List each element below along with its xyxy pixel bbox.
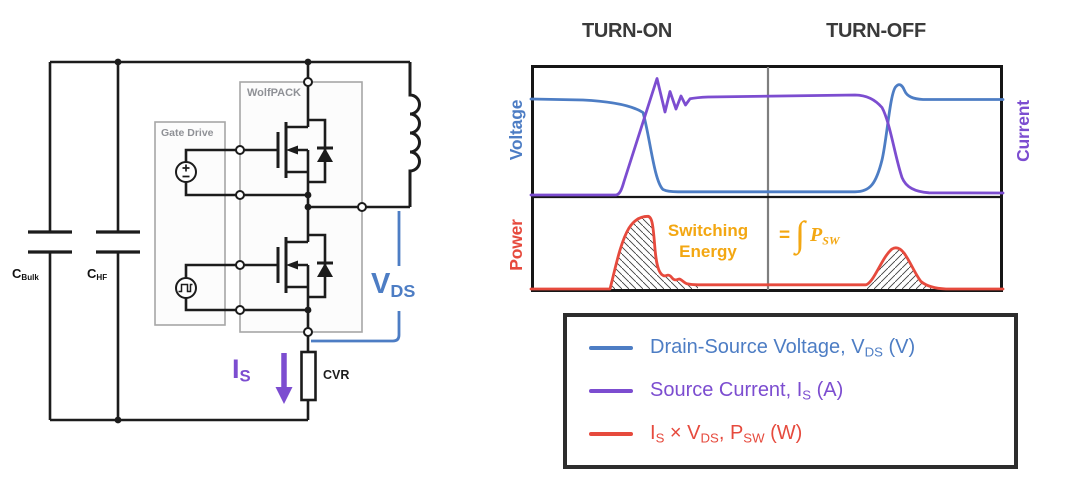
switching-energy-note: Switching Energy xyxy=(667,221,749,261)
legend-line-sample xyxy=(589,431,633,437)
gate-drive-pulse-source xyxy=(175,263,308,312)
circuit-schematic xyxy=(28,58,421,424)
current-curve xyxy=(529,77,1005,197)
energy-integral-formula: = ∫ PSW xyxy=(779,214,840,254)
hf-capacitor xyxy=(96,62,140,420)
integral-sign: ∫ xyxy=(795,214,805,254)
high-side-body-diode xyxy=(308,118,333,184)
cap-hf-label: CHF xyxy=(87,266,108,282)
load-inductor xyxy=(408,62,421,207)
cap-bulk-label: CBulk xyxy=(12,266,39,282)
equals-sign: = xyxy=(779,225,791,246)
gate-drive-label: Gate Drive xyxy=(161,127,214,139)
high-side-mosfet xyxy=(276,118,333,184)
legend-item-is: Source Current, IS (A) xyxy=(589,379,1014,403)
legend-line-sample xyxy=(589,388,633,394)
module-terminals xyxy=(235,77,367,337)
vds-sense-wire xyxy=(311,211,401,343)
current-axis-label: Current xyxy=(1012,100,1033,162)
legend-box: Drain-Source Voltage, VDS (V) Source Cur… xyxy=(563,313,1018,469)
legend-line-sample xyxy=(589,345,633,351)
legend-item-vds: Drain-Source Voltage, VDS (V) xyxy=(589,336,1014,360)
turn-off-header: TURN-OFF xyxy=(826,20,926,42)
legend-item-label: Source Current, IS (A) xyxy=(650,379,844,403)
source-current-arrow xyxy=(275,353,293,404)
is-label: IS xyxy=(232,354,251,386)
legend-item-label: IS × VDS, PSW (W) xyxy=(650,422,803,446)
power-axis-label: Power xyxy=(505,219,526,271)
power-curve xyxy=(529,214,1005,291)
turn-on-header: TURN-ON xyxy=(581,20,673,42)
low-side-mosfet xyxy=(276,233,333,299)
gate-drive-dc-source xyxy=(175,148,308,197)
legend-item-label: Drain-Source Voltage, VDS (V) xyxy=(650,336,916,360)
psw-symbol: PSW xyxy=(809,223,840,248)
cvr-label: CVR xyxy=(323,368,350,382)
vds-label: VDS xyxy=(371,268,416,301)
waveform-plot xyxy=(529,65,1005,292)
bulk-capacitor xyxy=(28,62,72,420)
junction-dots xyxy=(114,58,312,424)
current-shunt-resistor xyxy=(300,350,317,402)
dc-bus-rails xyxy=(50,60,410,422)
wolfpack-label: WolfPACK xyxy=(247,87,301,99)
low-side-body-diode xyxy=(308,233,333,299)
legend-item-psw: IS × VDS, PSW (W) xyxy=(589,422,1014,446)
